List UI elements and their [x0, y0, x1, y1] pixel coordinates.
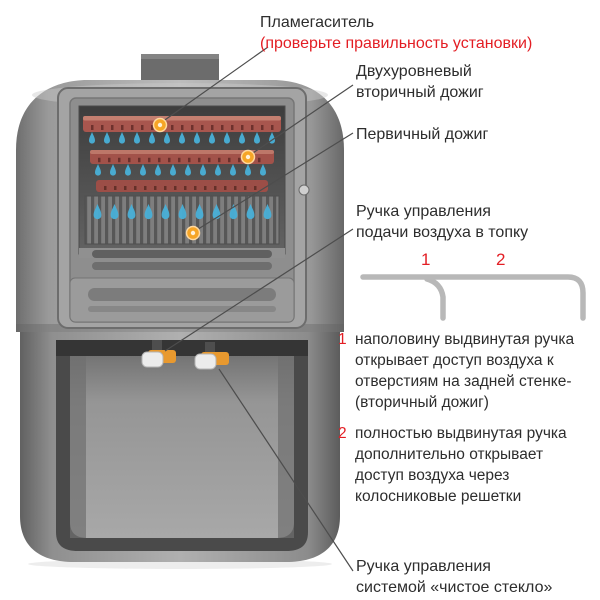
- secondary-afterburn-line2: вторичный дожиг: [356, 84, 484, 101]
- flame-arrester-label: Пламегаситель (проверьте правильность ус…: [260, 12, 532, 54]
- line-air-handle: [164, 228, 354, 352]
- ash-panel: [69, 277, 295, 323]
- air-handle-line2: подачи воздуха в топку: [356, 224, 529, 241]
- stove-base: [20, 332, 340, 562]
- connector-lines: [161, 46, 354, 572]
- marker-secondary: [240, 149, 256, 165]
- note-2-number: 2: [338, 425, 347, 442]
- flame-arrester-tube: [83, 116, 281, 132]
- note-2-line-4: колосниковые решетки: [355, 488, 522, 505]
- note-position-2: 2 полностью выдвинутая ручка дополнитель…: [338, 423, 567, 507]
- secondary-burn-tube-2: [90, 150, 274, 164]
- note-2-line-2: дополнительно открывает: [355, 446, 544, 463]
- note-1-number: 1: [338, 331, 347, 348]
- secondary-afterburn-line1: Двухуровневый: [356, 63, 472, 80]
- handle-position-diagram: [360, 274, 586, 321]
- air-vents: [79, 248, 285, 270]
- marker-flame-arrester: [152, 117, 168, 133]
- note-1-line-2: открывает доступ воздуха к: [355, 352, 554, 369]
- grate: [84, 195, 280, 245]
- clean-glass-label: Ручка управления системой «чистое стекло…: [356, 556, 552, 598]
- position-2-number: 2: [496, 250, 506, 269]
- line-primary: [194, 132, 354, 232]
- note-1-line-1: наполовину выдвинутая ручка: [355, 331, 575, 348]
- line-secondary: [249, 84, 354, 156]
- line-clean-glass: [218, 368, 354, 572]
- note-2-line-3: доступ воздуха через: [355, 467, 510, 484]
- door-latch: [298, 184, 310, 196]
- marker-dots: [152, 117, 256, 241]
- clean-glass-line2: системой «чистое стекло»: [356, 579, 553, 596]
- secondary-afterburn-label: Двухуровневый вторичный дожиг: [356, 61, 484, 103]
- flame-arrester-title: Пламегаситель: [260, 14, 375, 31]
- line-flame-arrester: [161, 46, 269, 123]
- position-1-number: 1: [421, 250, 431, 269]
- air-handle-label: Ручка управления подачи воздуха в топку: [356, 201, 528, 243]
- handle-rod-position-1: [424, 276, 446, 321]
- note-1-line-4: (вторичный дожиг): [355, 394, 489, 411]
- secondary-burn-tube-3: [96, 180, 268, 192]
- air-control-handle: [141, 340, 176, 368]
- clean-glass-handle: [194, 342, 229, 370]
- air-handle-line1: Ручка управления: [356, 203, 491, 220]
- handle-rod-position-2: [360, 274, 586, 321]
- note-1-line-3: отверстиям на задней стенке-: [355, 373, 572, 390]
- flame-arrester-note: (проверьте правильность установки): [260, 35, 533, 52]
- clean-glass-line1: Ручка управления: [356, 558, 491, 575]
- marker-primary: [185, 225, 201, 241]
- note-2-line-1: полностью выдвинутая ручка: [355, 425, 567, 442]
- primary-afterburn-label: Первичный дожиг: [356, 126, 489, 143]
- note-position-1: 1 наполовину выдвинутая ручка открывает …: [338, 329, 574, 413]
